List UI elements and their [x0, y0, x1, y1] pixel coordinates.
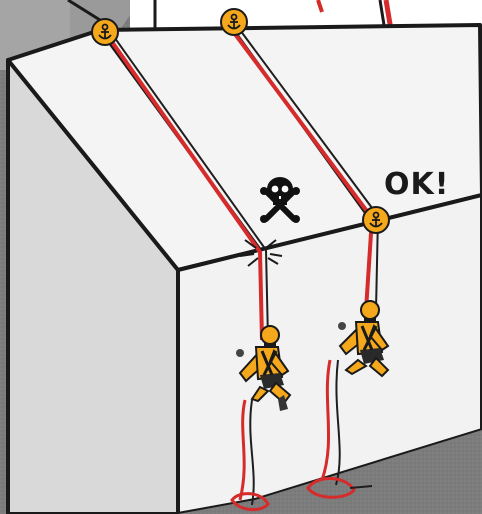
anchor-icon [221, 9, 247, 35]
anchor-icon [92, 19, 118, 45]
ok-label: OK! [384, 167, 449, 202]
anchor-icon [363, 207, 389, 233]
